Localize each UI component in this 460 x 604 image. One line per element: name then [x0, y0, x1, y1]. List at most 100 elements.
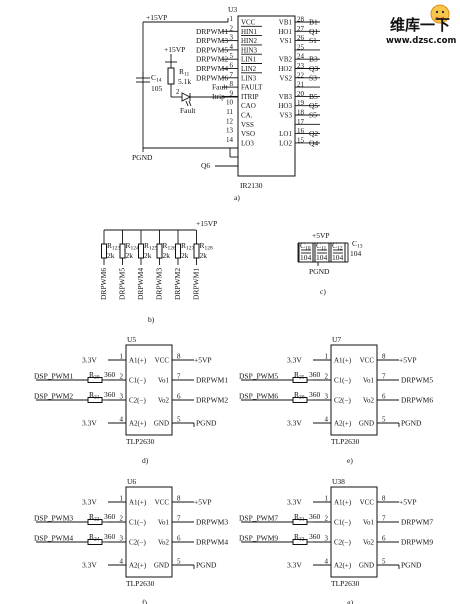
opto-r-value: 360 — [104, 390, 116, 399]
caption-c: c) — [320, 287, 326, 296]
u3-pin-name: VSS — [241, 121, 254, 129]
opto-pin-name: VCC — [155, 499, 170, 507]
cnet-ref: C12 — [332, 241, 343, 252]
opto-r-ref: R25 — [294, 370, 305, 381]
opto-supply: +5VP — [399, 498, 417, 507]
watermark-title: 维库一下 — [390, 16, 450, 34]
ir2130-chip — [237, 15, 296, 177]
rnet-ref: R128 — [200, 241, 214, 252]
opto-ref: U7 — [332, 335, 341, 344]
opto-out2: DRPWM9 — [401, 538, 433, 547]
rnet-ref: R125 — [144, 241, 158, 252]
u3-pin-num: 6 — [230, 62, 234, 70]
u3-pin-name: LO3 — [241, 139, 254, 147]
opto-input-net: DSP_PWM4 — [34, 534, 73, 543]
opto-pin-name: A2(+) — [334, 420, 352, 428]
opto-input-net: DSP_PWM5 — [239, 372, 278, 381]
opto-supply: +5VP — [194, 356, 212, 365]
u3-right-net: S1 — [309, 36, 317, 45]
opto-input-net: DSP_PWM9 — [239, 534, 278, 543]
opto-pin-name: Vo2 — [158, 397, 170, 405]
opto-pin-name: A1(+) — [129, 499, 147, 507]
v-in-top: 3.3V — [287, 356, 302, 365]
opto-pin-name: A2(+) — [334, 562, 352, 570]
supply-label: +15VP — [146, 13, 167, 22]
opto-pin-name: C1(−) — [129, 519, 146, 527]
opto-caption: e) — [347, 456, 353, 465]
u3-right-pin-num: 19 — [297, 99, 305, 107]
v-in-bot: 3.3V — [287, 419, 302, 428]
u3-right-pin-name: VS2 — [280, 74, 293, 82]
u3-right-pin-num: 27 — [297, 25, 305, 33]
opto-out1: DRPWM3 — [196, 518, 228, 527]
rnet-net: DRPWM3 — [155, 268, 164, 300]
opto-pin-name: Vo1 — [363, 519, 375, 527]
opto-ground: PGND — [401, 419, 422, 428]
fault-led-icon — [171, 92, 238, 107]
opto-r-value: 360 — [309, 390, 321, 399]
opto-pin-name: A2(+) — [129, 420, 147, 428]
pullup-resistor — [138, 243, 144, 259]
u3-right-net: Q5 — [309, 101, 318, 110]
u3-right-pin-name: VB3 — [279, 93, 293, 101]
opto-pin-name: A1(+) — [334, 499, 352, 507]
cnet-value: 104 — [300, 253, 312, 262]
opto-r-ref: R30 — [294, 390, 305, 401]
u3-right-pin-num: 26 — [297, 34, 305, 42]
u3-pin-name: LIN1 — [241, 56, 257, 64]
opto-part: TLP2630 — [331, 579, 360, 588]
u3-pin-num: 14 — [226, 136, 234, 144]
opto-pin-name: Vo2 — [363, 539, 375, 547]
opto-pin-name: A2(+) — [129, 562, 147, 570]
opto-ground: PGND — [401, 561, 422, 570]
opto-pin-name: C2(−) — [334, 539, 351, 547]
u3-pin-num: 12 — [226, 117, 234, 125]
u3-right-net: Q3 — [309, 64, 318, 73]
opto-pin-num: 1 — [325, 495, 329, 503]
c13-ref: C13 — [352, 239, 363, 250]
opto-caption: f) — [142, 598, 147, 604]
u3-right-net: Q1 — [309, 27, 318, 36]
u3-right-pin-num: 17 — [297, 118, 305, 126]
opto-pin-num: 2 — [325, 373, 329, 381]
rnet-value: 2k — [163, 251, 171, 260]
u3-pin-num: 13 — [226, 127, 234, 135]
opto-pin-name: C1(−) — [334, 377, 351, 385]
rnet-value: 2k — [200, 251, 208, 260]
cnet-supply: +5VP — [312, 231, 330, 240]
r11-resistor — [167, 67, 175, 85]
opto-input-net: DSP_PWM7 — [239, 514, 278, 523]
opto-r-ref: R21 — [89, 390, 100, 401]
c14-value: 105 — [151, 84, 163, 93]
opto-pin-name: C1(−) — [334, 519, 351, 527]
opto-pin-name: Vo2 — [158, 539, 170, 547]
u3-left-net: DRPWM6 — [196, 73, 228, 82]
u3-right-net: S5 — [309, 111, 317, 120]
opto-input-net: DSP_PWM6 — [239, 392, 278, 401]
u3-pin-num: 10 — [226, 99, 234, 107]
u3-pin-name: LIN3 — [241, 74, 257, 82]
u3-pin-num: 7 — [230, 71, 234, 79]
u3-right-pin-name: LO1 — [279, 130, 292, 138]
opto-r-value: 360 — [309, 532, 321, 541]
u3-right-pin-name: VS3 — [280, 112, 293, 120]
r11-value: 5.1k — [178, 77, 191, 86]
v-in-top: 3.3V — [287, 498, 302, 507]
opto-pin-name: VCC — [360, 357, 375, 365]
opto-out2: DRPWM4 — [196, 538, 228, 547]
opto-r-value: 360 — [104, 370, 116, 379]
opto-r-value: 360 — [309, 370, 321, 379]
u3-right-pin-num: 24 — [297, 53, 305, 61]
opto-input-net: DSP_PWM3 — [34, 514, 73, 523]
opto-r-ref: R22 — [89, 512, 100, 523]
u3-right-pin-num: 16 — [297, 127, 305, 135]
rnet-value: 2k — [181, 251, 189, 260]
opto-pin-num: 6 — [382, 393, 386, 401]
tlp2630-chip — [125, 486, 173, 578]
u3-right-pin-name: HO2 — [278, 65, 292, 73]
caption-b: b) — [148, 315, 155, 324]
opto-pin-name: Vo1 — [363, 377, 375, 385]
